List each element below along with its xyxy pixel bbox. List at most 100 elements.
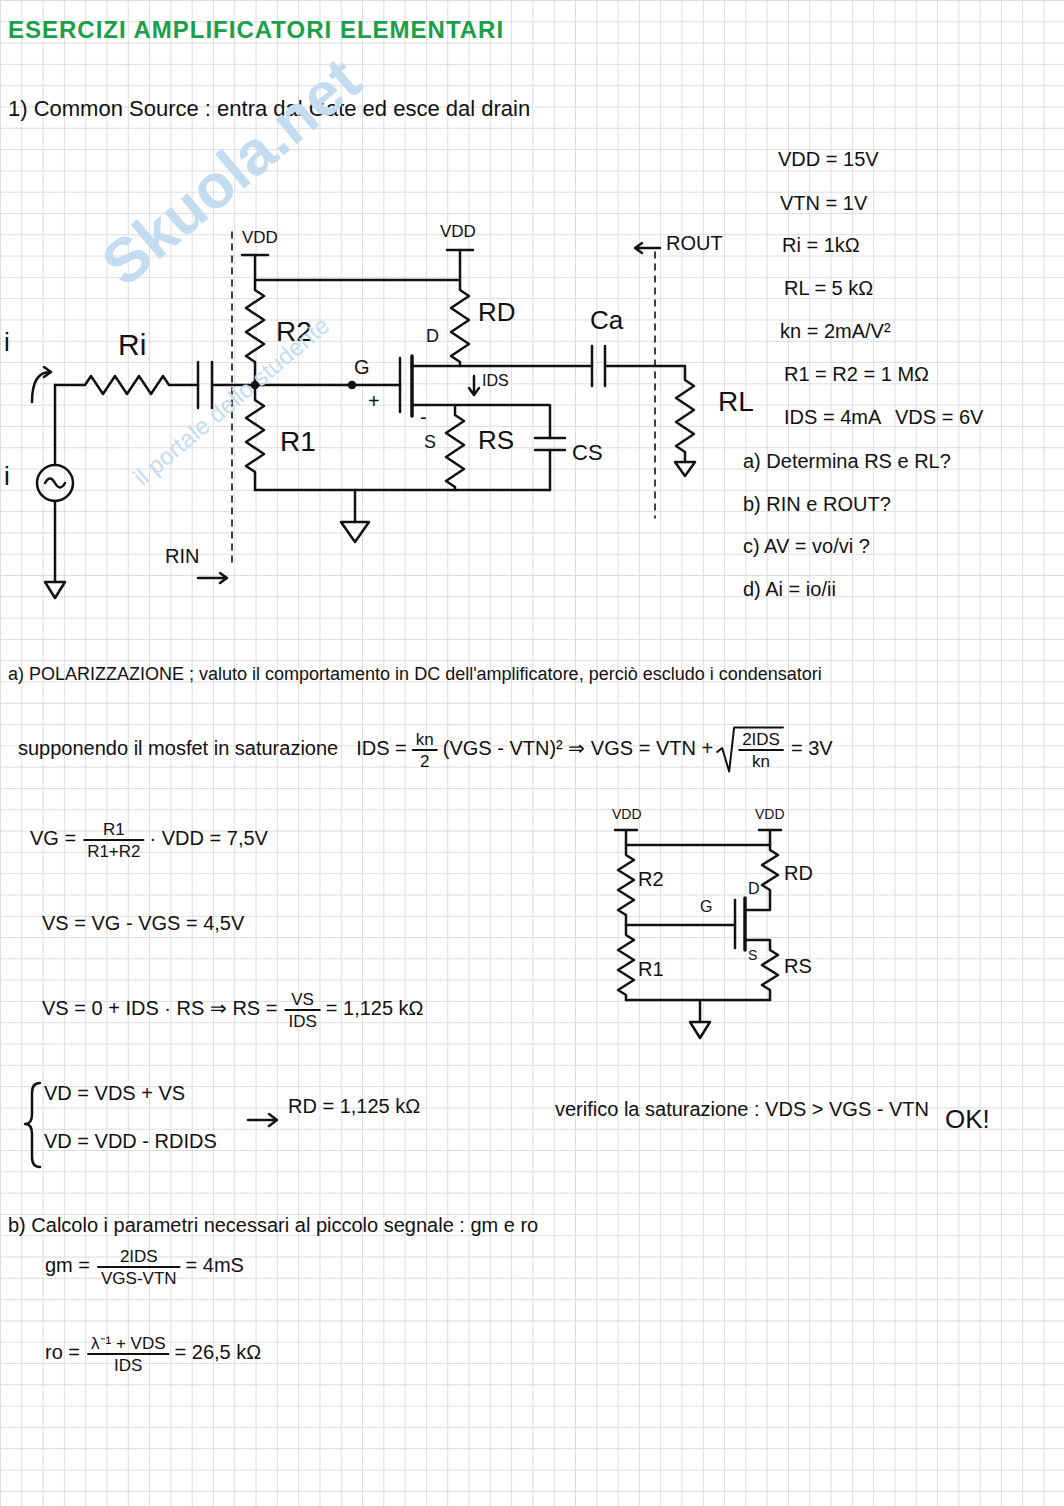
wire	[354, 490, 357, 522]
note-text: verifico la saturazione : VDS > VGS - VT…	[555, 1098, 929, 1121]
parameter-value: VDS = 6V	[895, 406, 983, 429]
pin-label: S	[748, 947, 757, 963]
supply-label: VDD	[755, 806, 785, 822]
wire	[412, 365, 592, 368]
wire	[549, 450, 552, 490]
system-brace	[25, 1083, 40, 1167]
capacitor-label: CS	[572, 440, 603, 465]
ground-symbol	[675, 462, 695, 476]
boundary-line	[654, 252, 656, 518]
resistor-symbol	[446, 405, 464, 490]
formula-denominator: 2	[420, 752, 429, 772]
formula-numerator: 2IDS	[120, 1247, 158, 1267]
formula-text: · VDD = 7,5V	[150, 827, 268, 850]
resistor-symbol	[55, 376, 198, 394]
supply-bar	[615, 829, 781, 832]
capacitor-label: Ca	[590, 306, 623, 336]
question-text: c) AV = vo/vi ?	[743, 535, 870, 558]
formula-denominator: kn	[752, 752, 770, 772]
formula-text: = 1,125 kΩ	[326, 997, 424, 1020]
resistor-symbol	[745, 830, 778, 910]
port-arrow	[198, 573, 227, 583]
formula-denominator: VGS-VTN	[101, 1269, 177, 1289]
source-symbol	[37, 465, 73, 501]
source-symbol	[45, 479, 65, 488]
resistor-symbol	[676, 366, 694, 462]
pin-label: S	[424, 432, 436, 453]
parameter-value: kn = 2mA/V²	[780, 320, 891, 343]
mosfet-gate	[399, 358, 402, 412]
pin-label: D	[748, 880, 760, 898]
formula-numerator: R1	[103, 820, 125, 840]
wire	[605, 365, 685, 368]
formula-text: gm =	[45, 1254, 90, 1277]
formula-text: RD = 1,125 kΩ	[288, 1095, 420, 1118]
parameter-value: VTN = 1V	[780, 192, 867, 215]
formula-text: = 3V	[791, 737, 833, 760]
pin-label: D	[426, 326, 439, 347]
formula-denominator: IDS	[288, 1012, 316, 1032]
signal-label: i	[4, 462, 10, 492]
formula-text: VS = 0 + IDS · RS ⇒ RS =	[42, 997, 277, 1020]
resistor-label: R2	[638, 868, 664, 891]
ground-symbol	[341, 522, 369, 542]
resistor-label: R1	[280, 426, 316, 458]
signal-label: i	[4, 328, 10, 358]
current-label: IDS	[482, 372, 509, 390]
formula-denominator: R1+R2	[87, 842, 140, 862]
formula-text: VG =	[30, 827, 76, 850]
resistor-symbol	[451, 250, 469, 366]
parameter-value: IDS = 4mA	[784, 406, 881, 429]
current-arrow	[32, 367, 51, 402]
wire	[255, 279, 460, 282]
mosfet-channel	[743, 898, 747, 950]
supply-label: VDD	[242, 228, 278, 248]
parameter-value: RL = 5 kΩ	[784, 277, 873, 300]
formula-denominator: IDS	[114, 1356, 142, 1376]
formula-numerator: λ⁻¹ + VDS	[91, 1334, 166, 1354]
formula-text: = 26,5 kΩ	[175, 1341, 262, 1364]
ground-symbol	[45, 582, 65, 598]
formula-numerator: kn	[416, 730, 434, 750]
wire	[626, 924, 735, 927]
pin-label: G	[700, 898, 712, 916]
note-text: supponendo il mosfet in saturazione	[18, 737, 338, 760]
formula-text: VD = VDS + VS	[44, 1082, 185, 1105]
port-arrow	[635, 243, 660, 253]
resistor-label: RD	[784, 862, 813, 885]
page-title: ESERCIZI AMPLIFICATORI ELEMENTARI	[8, 16, 504, 44]
resistor-label: RS	[784, 955, 812, 978]
supply-label: VDD	[612, 806, 642, 822]
formula-text: VS = VG - VGS = 4,5V	[42, 912, 244, 935]
formula-text: IDS =	[356, 737, 407, 760]
section-heading: a) POLARIZZAZIONE ; valuto il comportame…	[8, 664, 822, 685]
polarity-sign: -	[420, 406, 427, 429]
implies-arrow	[248, 1114, 277, 1126]
formula-text: VD = VDD - RDIDS	[44, 1130, 217, 1153]
capacitor-symbol	[592, 346, 605, 386]
formula-text: = 4mS	[186, 1254, 244, 1277]
resistor-label: R1	[638, 958, 664, 981]
question-text: b) RIN e ROUT?	[743, 493, 891, 516]
resistor-label: RD	[478, 298, 516, 328]
check-mark-text: OK!	[945, 1105, 990, 1135]
watermark: il portale dello studente	[128, 311, 335, 491]
formula-text: ro =	[45, 1341, 80, 1364]
formula-numerator: 2IDS	[742, 730, 780, 750]
resistor-symbol	[618, 925, 634, 1000]
mosfet-gate	[734, 900, 737, 948]
section-heading: b) Calcolo i parametri necessari al picc…	[8, 1214, 538, 1237]
watermark: Skuola.net	[88, 43, 374, 299]
capacitor-symbol	[535, 438, 565, 450]
junction-dot	[349, 382, 355, 388]
resistor-symbol	[618, 830, 634, 925]
resistor-label: Ri	[118, 328, 146, 363]
resistor-label: RS	[478, 426, 514, 456]
wire	[255, 489, 550, 492]
port-label: ROUT	[666, 232, 723, 255]
formula-text: (VGS - VTN)² ⇒ VGS = VTN +	[443, 737, 713, 760]
root-sign	[717, 727, 783, 771]
port-label: RIN	[165, 545, 199, 568]
question-text: a) Determina RS e RL?	[743, 450, 951, 473]
